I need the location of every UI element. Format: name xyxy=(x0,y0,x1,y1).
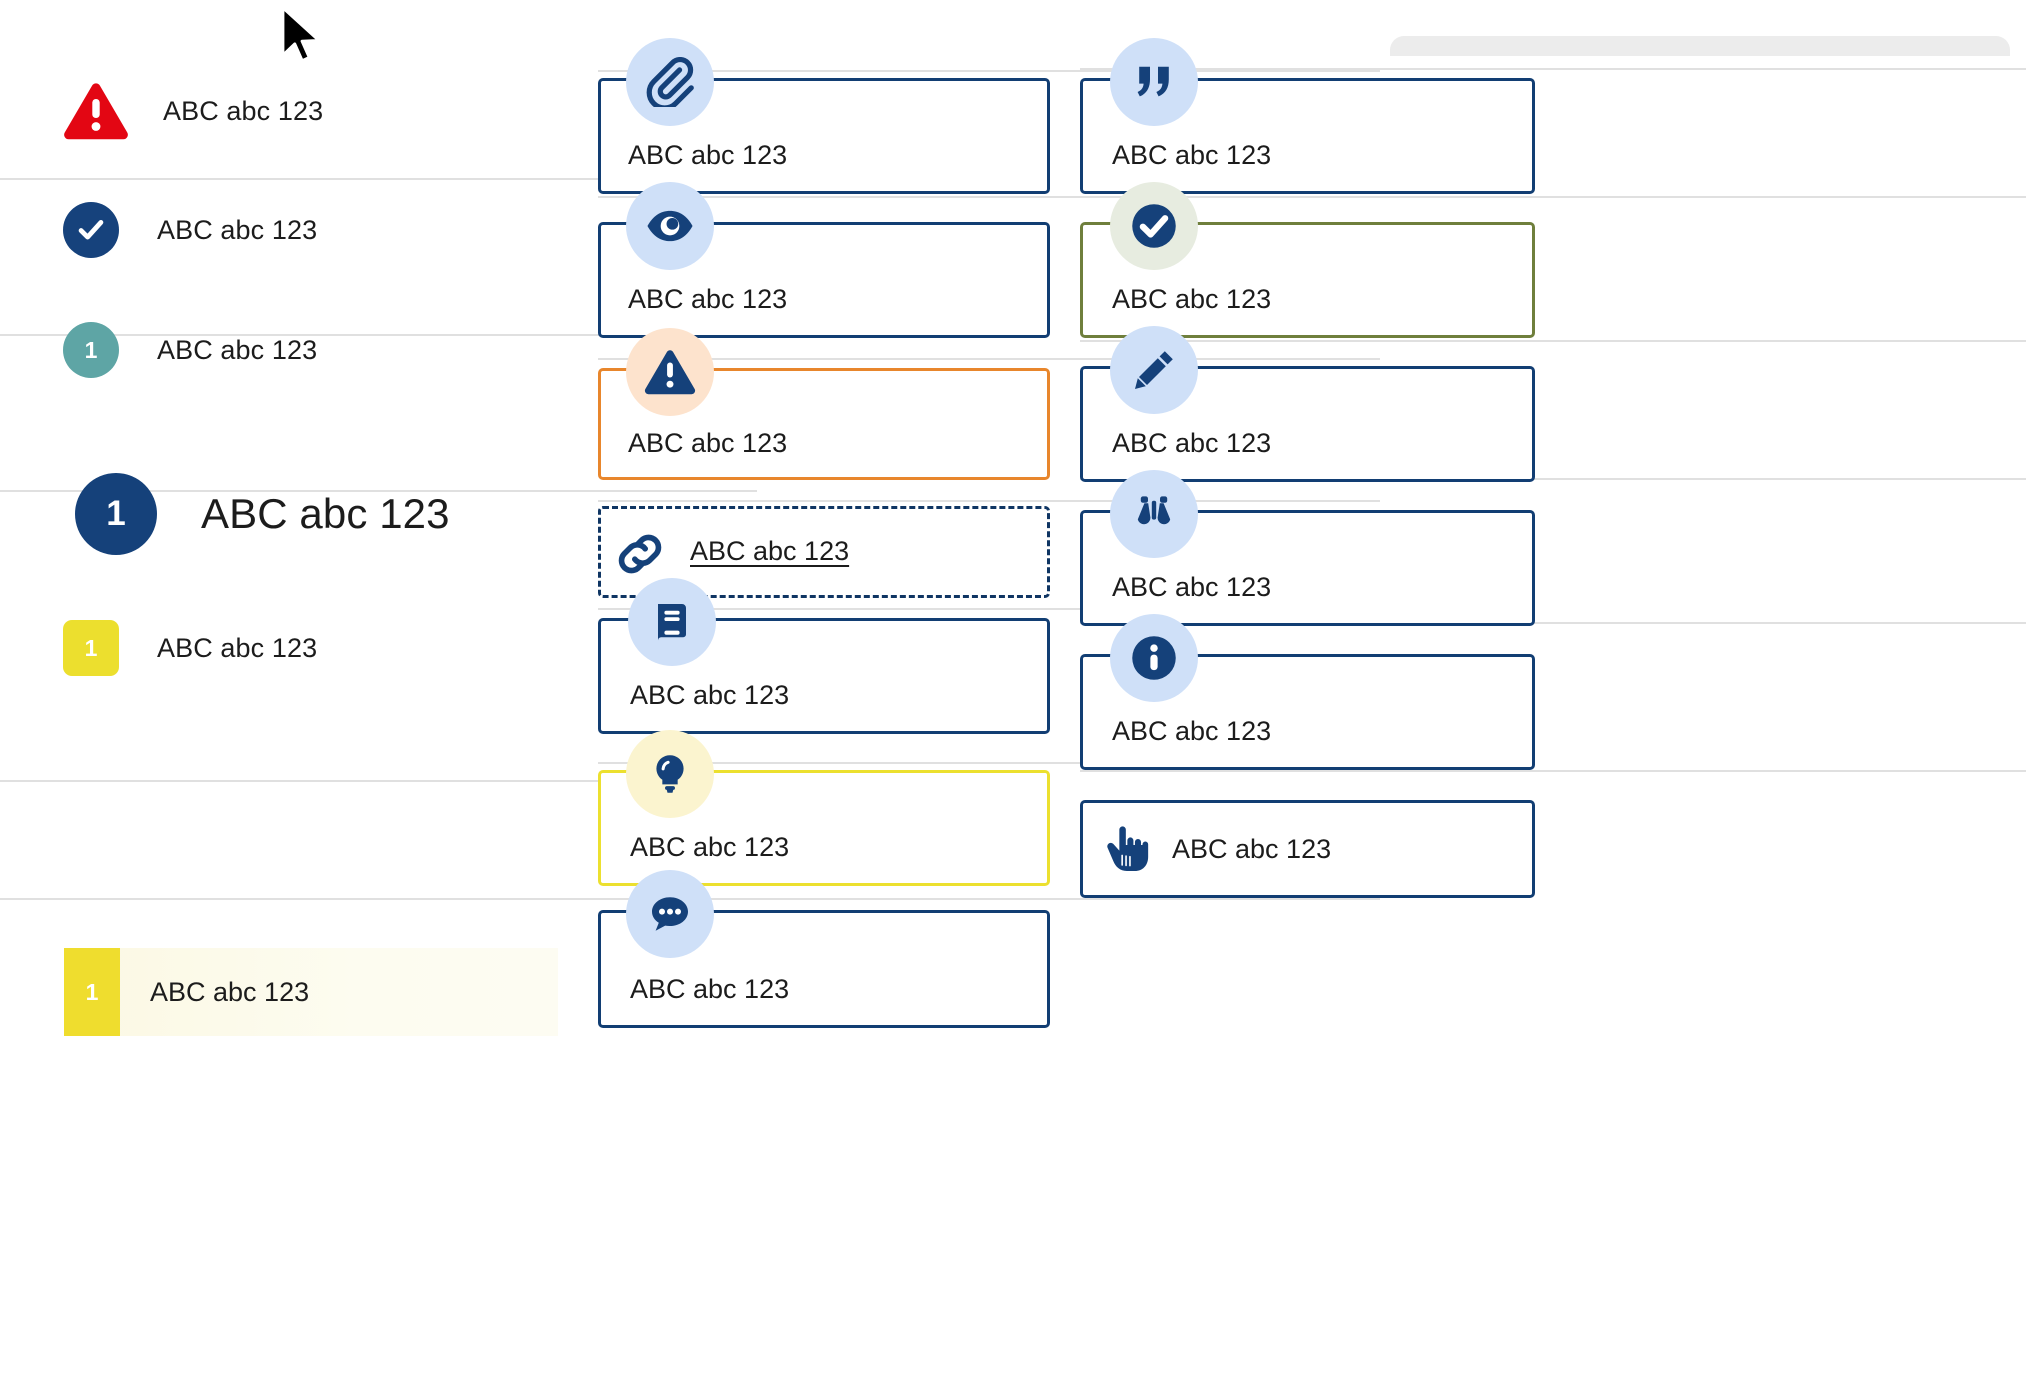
quote-card[interactable]: ABC abc 123 xyxy=(1080,38,1535,194)
left-legend-column: ABC abc 123 ABC abc 123 1 ABC abc 123 1 … xyxy=(0,0,760,1392)
legend-row-success[interactable]: ABC abc 123 xyxy=(0,202,760,258)
card-label: ABC abc 123 xyxy=(1112,284,1272,314)
link-chain-icon xyxy=(614,528,666,585)
attachment-card[interactable]: ABC abc 123 xyxy=(598,38,1050,194)
number-circle-icon: 1 xyxy=(75,473,157,555)
legend-row-label: ABC abc 123 xyxy=(157,214,318,245)
number-circle-icon: 1 xyxy=(63,322,119,378)
card-label: ABC abc 123 xyxy=(628,284,788,314)
reference-card[interactable]: ABC abc 123 xyxy=(598,578,1050,734)
card-label: ABC abc 123 xyxy=(628,428,788,458)
info-circle-icon xyxy=(1110,614,1198,702)
divider xyxy=(1080,622,2026,624)
card-link-label[interactable]: ABC abc 123 xyxy=(690,536,850,566)
badge-number: 1 xyxy=(106,494,126,533)
divider xyxy=(1080,770,2026,772)
pointing-hand-icon xyxy=(1102,824,1154,881)
warning-triangle-icon xyxy=(63,82,129,140)
paperclip-icon xyxy=(626,38,714,126)
pencil-icon xyxy=(1110,326,1198,414)
card-label: ABC abc 123 xyxy=(1112,428,1272,458)
number-square-icon: 1 xyxy=(64,948,120,1036)
card-label: ABC abc 123 xyxy=(1112,716,1272,746)
card-label: ABC abc 123 xyxy=(628,140,788,170)
info-card[interactable]: ABC abc 123 xyxy=(1080,614,1535,770)
mouse-pointer-icon xyxy=(280,6,326,71)
warning-triangle-icon xyxy=(626,328,714,416)
preview-card[interactable]: ABC abc 123 xyxy=(598,182,1050,338)
speech-bubble-icon xyxy=(626,870,714,958)
card-label: ABC abc 123 xyxy=(1172,834,1332,864)
legend-row-highlighted[interactable]: 1 ABC abc 123 xyxy=(64,948,558,1036)
check-circle-icon xyxy=(1110,182,1198,270)
divider xyxy=(0,178,757,180)
divider xyxy=(598,196,1380,198)
divider xyxy=(0,490,757,492)
lightbulb-icon xyxy=(626,730,714,818)
background-panel-sheet xyxy=(1390,56,2010,70)
divider xyxy=(598,500,1380,502)
divider xyxy=(1080,340,2026,342)
legend-row-label: ABC abc 123 xyxy=(201,490,450,537)
divider xyxy=(598,608,1380,610)
quotation-mark-icon xyxy=(1110,38,1198,126)
divider xyxy=(598,762,1380,764)
divider xyxy=(0,334,757,336)
divider xyxy=(1080,196,2026,198)
action-card[interactable]: ABC abc 123 xyxy=(1080,800,1535,898)
divider xyxy=(1080,68,2026,70)
legend-row-feature[interactable]: 1 ABC abc 123 xyxy=(0,473,760,555)
badge-number: 1 xyxy=(85,978,99,1005)
legend-row-error[interactable]: ABC abc 123 xyxy=(0,82,760,140)
card-label: ABC abc 123 xyxy=(1112,140,1272,170)
divider xyxy=(0,780,757,782)
number-square-icon: 1 xyxy=(63,620,119,676)
legend-row-label: ABC abc 123 xyxy=(157,632,318,663)
eye-icon xyxy=(626,182,714,270)
divider xyxy=(598,70,1380,72)
edit-card[interactable]: ABC abc 123 xyxy=(1080,326,1535,482)
card-surface xyxy=(1080,800,1535,898)
warning-card[interactable]: ABC abc 123 xyxy=(598,328,1050,480)
book-icon xyxy=(628,578,716,666)
tip-card[interactable]: ABC abc 123 xyxy=(598,730,1050,886)
legend-row-note[interactable]: 1 ABC abc 123 xyxy=(0,620,760,676)
legend-row-label: ABC abc 123 xyxy=(157,334,318,365)
legend-row-label: ABC abc 123 xyxy=(163,95,324,126)
card-label: ABC abc 123 xyxy=(630,832,790,862)
comment-card[interactable]: ABC abc 123 xyxy=(598,870,1050,1028)
legend-row-step-teal[interactable]: 1 ABC abc 123 xyxy=(0,322,760,378)
divider xyxy=(598,358,1380,360)
legend-row-label: ABC abc 123 xyxy=(150,976,310,1007)
card-label: ABC abc 123 xyxy=(630,680,790,710)
explore-card[interactable]: ABC abc 123 xyxy=(1080,470,1535,626)
check-circle-icon xyxy=(63,202,119,258)
card-label: ABC abc 123 xyxy=(1112,572,1272,602)
divider xyxy=(598,898,1380,900)
badge-number: 1 xyxy=(84,336,98,363)
divider xyxy=(0,898,757,900)
badge-number: 1 xyxy=(84,634,98,661)
success-card[interactable]: ABC abc 123 xyxy=(1080,182,1535,338)
binoculars-icon xyxy=(1110,470,1198,558)
card-label: ABC abc 123 xyxy=(630,974,790,1004)
divider xyxy=(1080,478,2026,480)
